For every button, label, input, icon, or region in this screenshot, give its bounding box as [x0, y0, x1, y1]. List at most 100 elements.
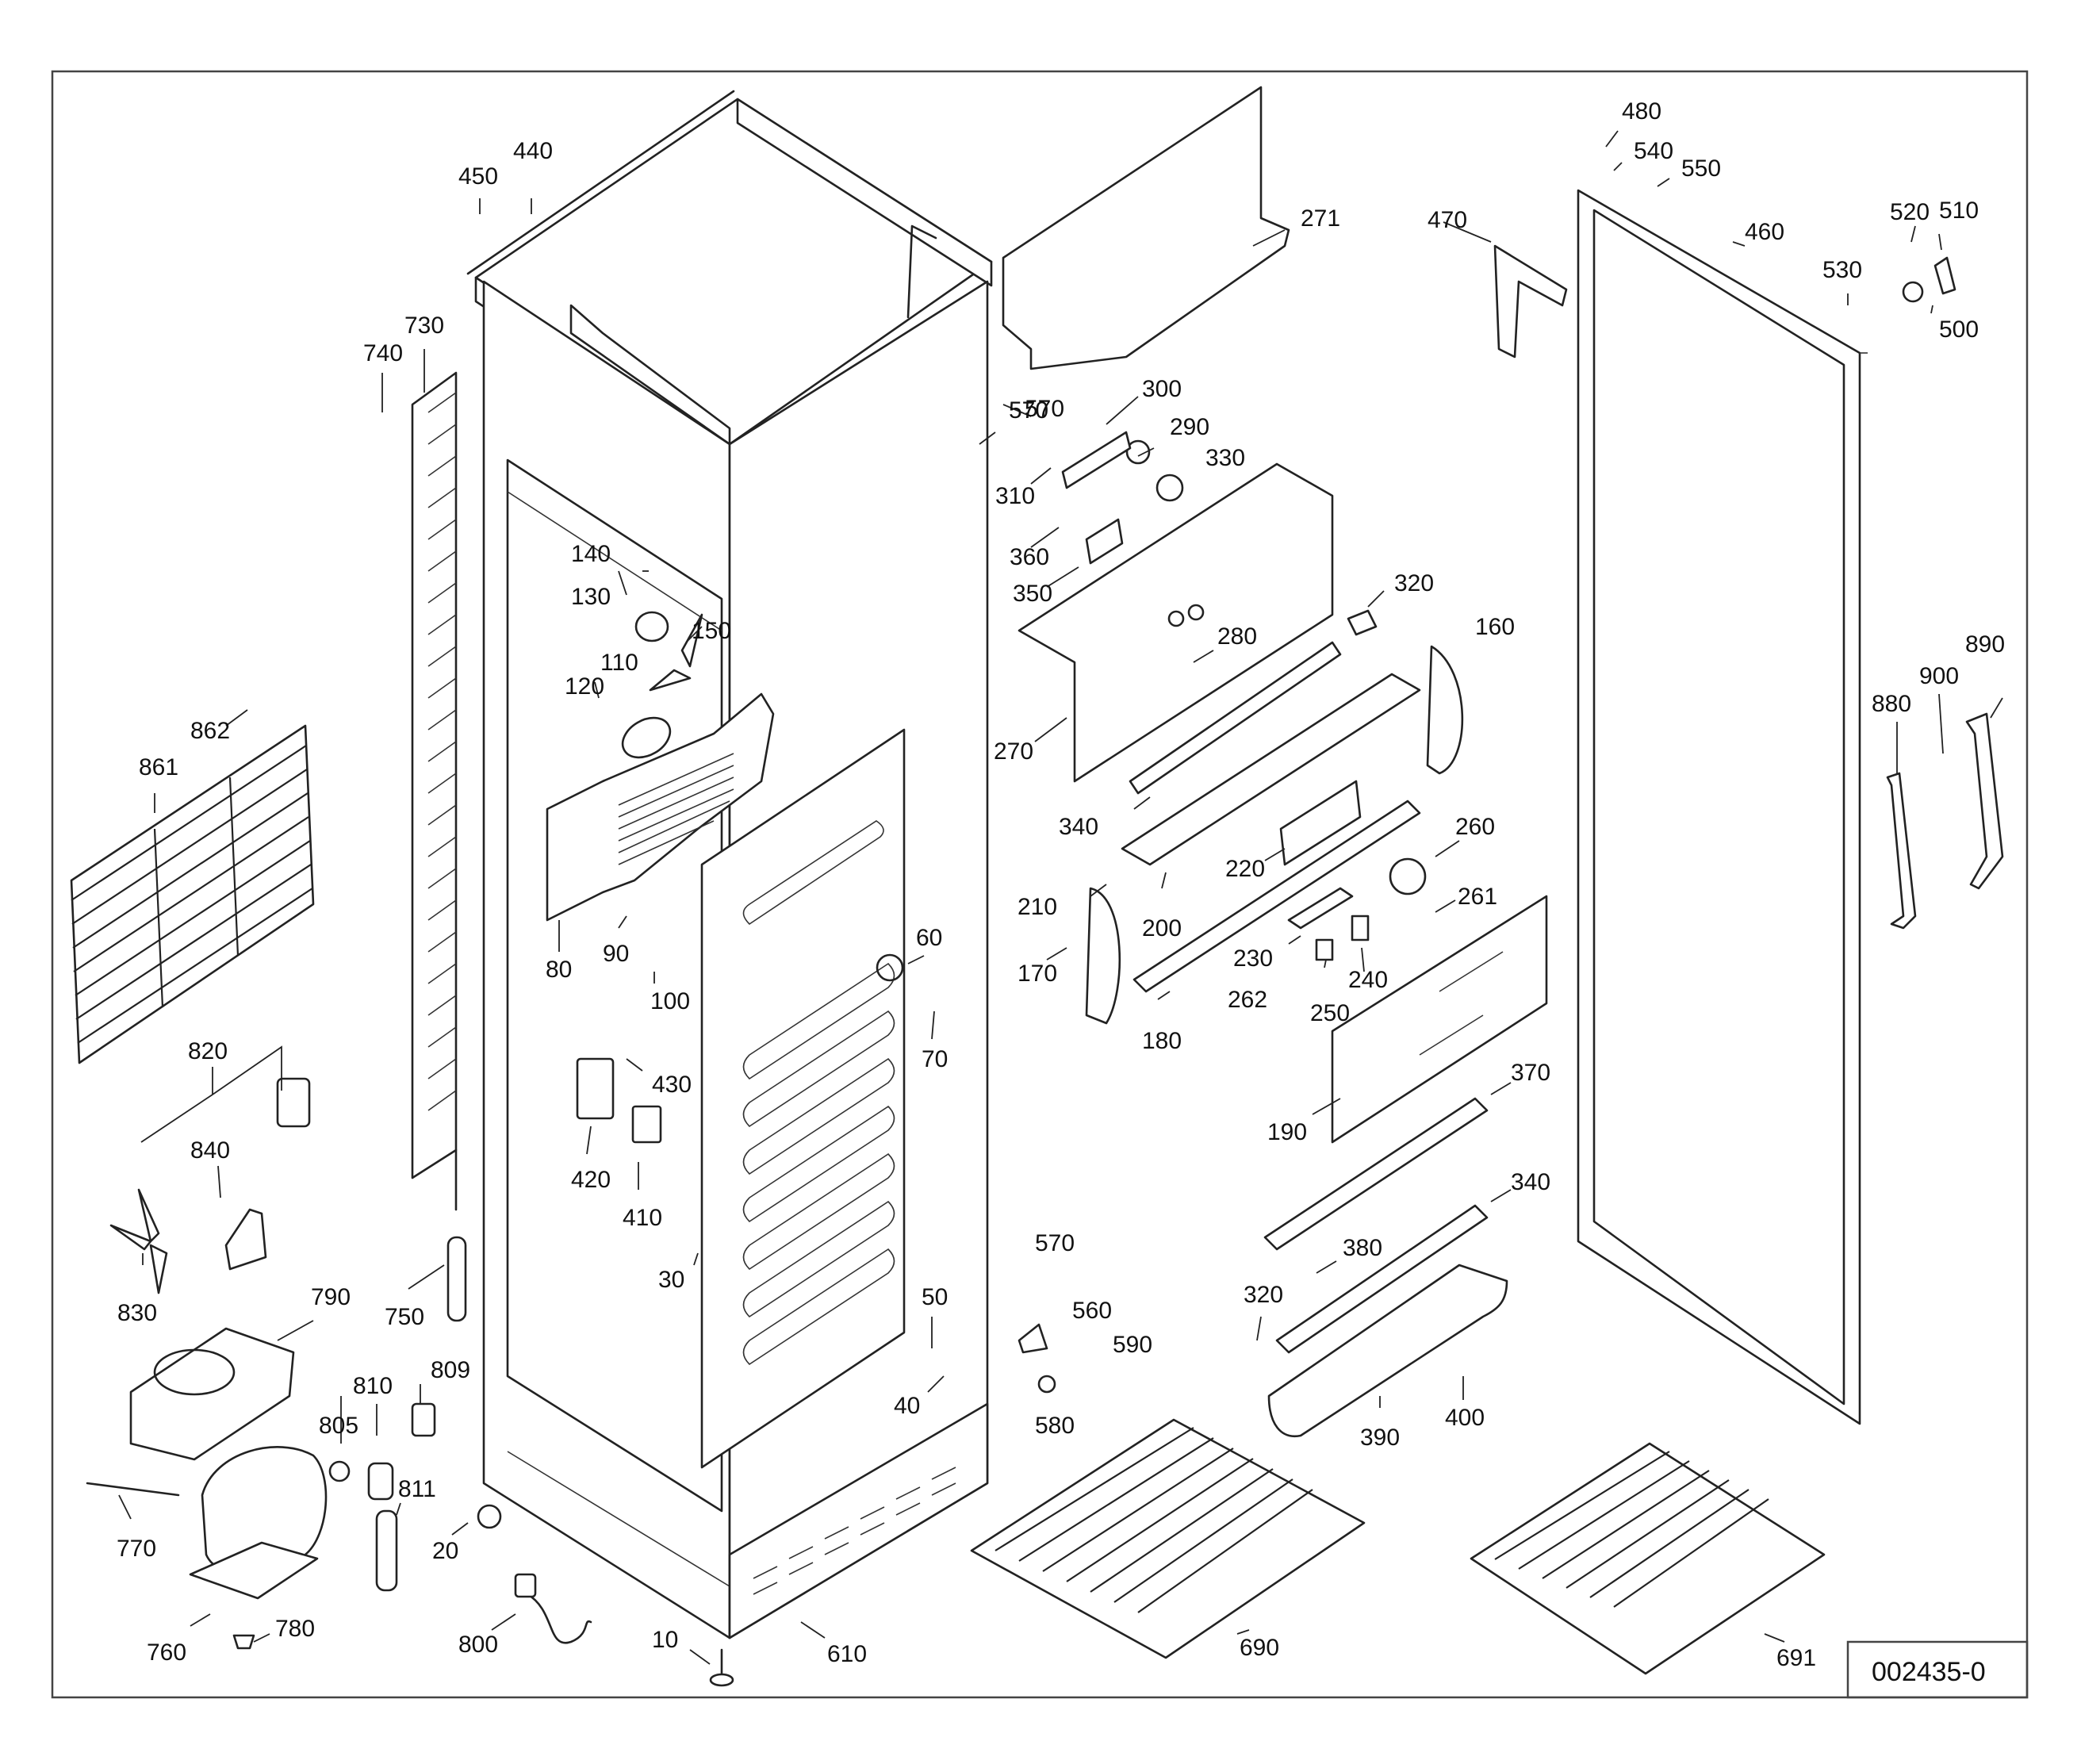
part-label: 740: [363, 340, 403, 366]
control-panel: [1018, 462, 1334, 783]
display-cover: [631, 1105, 662, 1144]
part-label: 271: [1301, 205, 1340, 232]
door-lock: [1933, 256, 1956, 295]
part-label: 160: [1475, 614, 1515, 640]
part-label: 460: [1745, 219, 1784, 245]
light-cover: [1121, 673, 1421, 866]
evaporator-port: [876, 953, 904, 982]
end-cap-right: [1426, 645, 1464, 775]
part-label: 610: [827, 1641, 867, 1667]
part-label: 890: [1965, 631, 2005, 658]
fan-motor: [621, 611, 703, 759]
part-label: 550: [1681, 155, 1721, 182]
part-label: 560: [1072, 1298, 1112, 1324]
part-label: 300: [1142, 376, 1182, 402]
part-label: 10: [652, 1627, 678, 1653]
drawing-number: 002435-0: [1872, 1657, 1986, 1687]
part-label: 861: [139, 754, 178, 780]
drawing-frame: [51, 70, 2029, 1699]
part-label: 150: [692, 618, 731, 644]
door-handle: [1886, 772, 1917, 930]
part-label: 210: [1018, 894, 1057, 920]
part-label: 250: [1310, 1000, 1350, 1026]
part-label: 262: [1228, 987, 1267, 1013]
part-label: 520: [1890, 199, 1930, 225]
condenser-fan: [109, 1077, 311, 1294]
cable-clip: [328, 1460, 351, 1482]
glass-door: [1577, 189, 1868, 1425]
rubber-foot: [232, 1634, 255, 1650]
lower-light-bar: [1263, 1097, 1489, 1251]
bottom-shelf: [1470, 1442, 1826, 1675]
part-label: 80: [546, 957, 572, 983]
dryer-filter: [446, 1236, 467, 1322]
part-label: 570: [1025, 396, 1064, 422]
starter: [1315, 938, 1334, 961]
condenser-fan-motor: [276, 1077, 311, 1128]
top-rear-panel: [1002, 86, 1290, 370]
part-label: 410: [623, 1205, 662, 1231]
overload-protector: [367, 1462, 394, 1501]
part-label: 760: [147, 1639, 186, 1666]
fan-bracket: [224, 1208, 267, 1271]
part-label: 240: [1348, 967, 1388, 993]
part-label: 320: [1394, 570, 1434, 596]
part-label: 340: [1059, 814, 1098, 840]
part-label: 40: [894, 1393, 920, 1419]
compressor: [86, 1446, 328, 1600]
part-label: 170: [1018, 961, 1057, 987]
part-label: 580: [1035, 1413, 1075, 1439]
part-label: 350: [1013, 581, 1052, 607]
part-label: 420: [571, 1167, 611, 1193]
part-label: 510: [1939, 197, 1979, 224]
light-tube: [1129, 641, 1342, 795]
switch-bracket: [1061, 431, 1132, 489]
part-label: 810: [353, 1373, 393, 1399]
part-label: 862: [190, 718, 230, 744]
leader-lines: [118, 130, 2003, 1665]
part-label: 830: [117, 1300, 157, 1326]
shelf-support: [1018, 1323, 1048, 1354]
part-label: 110: [600, 650, 638, 676]
door-hinge-bracket: [1493, 244, 1568, 359]
light-rail: [1132, 800, 1421, 993]
part-label: 820: [188, 1038, 228, 1064]
part-label: 360: [1010, 544, 1049, 570]
part-label: 690: [1240, 1635, 1279, 1661]
fan-housing-fins: [618, 753, 734, 865]
part-label: 270: [994, 738, 1033, 765]
relay: [1351, 915, 1370, 941]
part-label: 50: [922, 1284, 948, 1310]
part-label: 480: [1622, 98, 1661, 125]
part-label: 340: [1511, 1169, 1550, 1195]
part-label: 790: [311, 1284, 351, 1310]
part-label: 130: [571, 584, 611, 610]
part-label: 330: [1205, 445, 1245, 471]
end-cap-left: [1085, 887, 1121, 1025]
parts-drawing: [70, 86, 2004, 1687]
part-label: 880: [1872, 691, 1911, 717]
part-label: 691: [1776, 1645, 1816, 1671]
part-label: 220: [1225, 856, 1265, 882]
connector-plate: [1287, 887, 1354, 930]
glass-panel: [1331, 895, 1548, 1144]
part-label: 30: [658, 1267, 684, 1293]
rear-grille: [70, 724, 315, 1064]
part-label: 370: [1511, 1060, 1550, 1086]
part-label: 380: [1343, 1235, 1382, 1261]
knob: [1155, 474, 1184, 502]
part-label: 540: [1634, 138, 1673, 164]
part-label: 390: [1360, 1425, 1400, 1451]
part-number-labels: 440 450 730 740 271 300 290 570 310 330 …: [117, 98, 2005, 1671]
part-label: 90: [603, 941, 629, 967]
nut: [1037, 1375, 1056, 1394]
part-label: 900: [1919, 663, 1959, 689]
part-label: 70: [922, 1046, 948, 1072]
terminal-block: [1085, 518, 1124, 565]
drawing-number-box: 002435-0: [1846, 1640, 2029, 1699]
thermostat-knob: [1125, 439, 1151, 465]
part-label: 440: [513, 138, 553, 164]
part-label: 500: [1939, 316, 1979, 343]
part-label: 140: [571, 541, 611, 567]
